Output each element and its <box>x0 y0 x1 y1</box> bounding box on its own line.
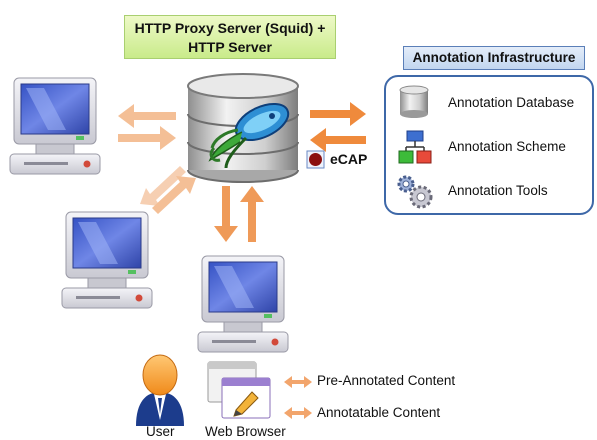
gears-icon <box>397 175 433 209</box>
server-title-line2: HTTP Server <box>188 39 272 55</box>
web-browser-icon <box>207 361 271 419</box>
arrow-server-to-client2 <box>140 166 196 214</box>
client-computer-1 <box>9 77 101 175</box>
web-browser-label: Web Browser <box>205 424 286 439</box>
annotation-infrastructure-title: Annotation Infrastructure <box>403 46 585 70</box>
annotation-database-label: Annotation Database <box>448 95 575 110</box>
database-icon <box>399 85 429 118</box>
arrow-server-to-annotation <box>310 102 366 152</box>
hierarchy-icon <box>398 130 432 164</box>
pre-annotated-content-label: Pre-Annotated Content <box>317 373 456 388</box>
user-label: User <box>146 424 175 439</box>
squid-logo-icon <box>208 102 290 169</box>
annotation-tools-label: Annotation Tools <box>448 183 548 198</box>
client-computer-2 <box>61 211 153 309</box>
server-title-box: HTTP Proxy Server (Squid) + HTTP Server <box>124 15 336 59</box>
ecap-label: eCAP <box>330 151 368 167</box>
annotatable-content-label: Annotatable Content <box>317 405 441 420</box>
user-icon <box>136 354 184 426</box>
legend-arrow-annotatable <box>284 407 312 419</box>
annotation-scheme-label: Annotation Scheme <box>448 139 566 154</box>
legend-arrow-pre-annotated <box>284 376 312 388</box>
server-title-line1: HTTP Proxy Server (Squid) + <box>134 20 326 36</box>
arrow-server-to-client3 <box>214 186 264 242</box>
client-computer-3 <box>197 255 289 353</box>
ecap-icon <box>306 150 325 169</box>
arrow-server-to-client1 <box>118 104 176 150</box>
proxy-server-database-icon <box>187 73 299 183</box>
